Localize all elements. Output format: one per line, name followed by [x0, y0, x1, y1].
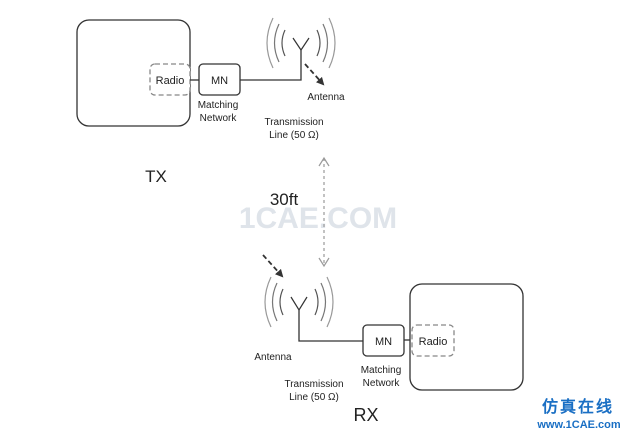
- tx-group: Radio MN Matching Network Transmission L…: [76, 17, 345, 186]
- rx-group: Antenna Transmission Line (50 Ω) MN Matc…: [254, 254, 524, 425]
- tx-antenna-label: Antenna: [307, 92, 345, 103]
- brand-url: www.1CAE.com: [536, 419, 621, 431]
- tx-mn-label: MN: [211, 75, 228, 87]
- tx-title: TX: [145, 167, 167, 186]
- tx-matching-label-1: Matching: [198, 100, 239, 111]
- rx-tline-label-1: Transmission: [284, 379, 343, 390]
- watermark-text: 1CAE.COM: [239, 202, 397, 235]
- rx-matching-label-2: Network: [363, 378, 401, 389]
- rx-signal-arrow-icon: [262, 254, 284, 278]
- rx-matching-label-1: Matching: [361, 365, 402, 376]
- rx-antenna-label: Antenna: [254, 352, 292, 363]
- distance-arrow-up-icon: [318, 156, 330, 167]
- tx-transmission-line: [240, 50, 302, 81]
- tx-antenna-icon: [266, 17, 336, 69]
- rx-transmission-line: [298, 310, 363, 342]
- distance-arrow-down-icon: [318, 257, 330, 268]
- tx-tline-label-2: Line (50 Ω): [269, 130, 319, 141]
- rx-radio-label: Radio: [419, 336, 448, 348]
- rx-radio-box: [411, 324, 455, 357]
- rx-device-box: [409, 283, 524, 391]
- brand-chinese: 仿真在线: [542, 397, 614, 416]
- distance-label: 30ft: [270, 190, 299, 209]
- tx-matching-label-2: Network: [200, 113, 238, 124]
- tx-signal-arrow-icon: [304, 63, 325, 86]
- rx-title: RX: [353, 405, 378, 425]
- rx-tline-label-2: Line (50 Ω): [289, 392, 339, 403]
- tx-tline-label-1: Transmission: [264, 117, 323, 128]
- tx-radio-label: Radio: [156, 75, 185, 87]
- rx-mn-label: MN: [375, 336, 392, 348]
- brand-logo: 仿真在线 www.1CAE.com: [536, 397, 621, 431]
